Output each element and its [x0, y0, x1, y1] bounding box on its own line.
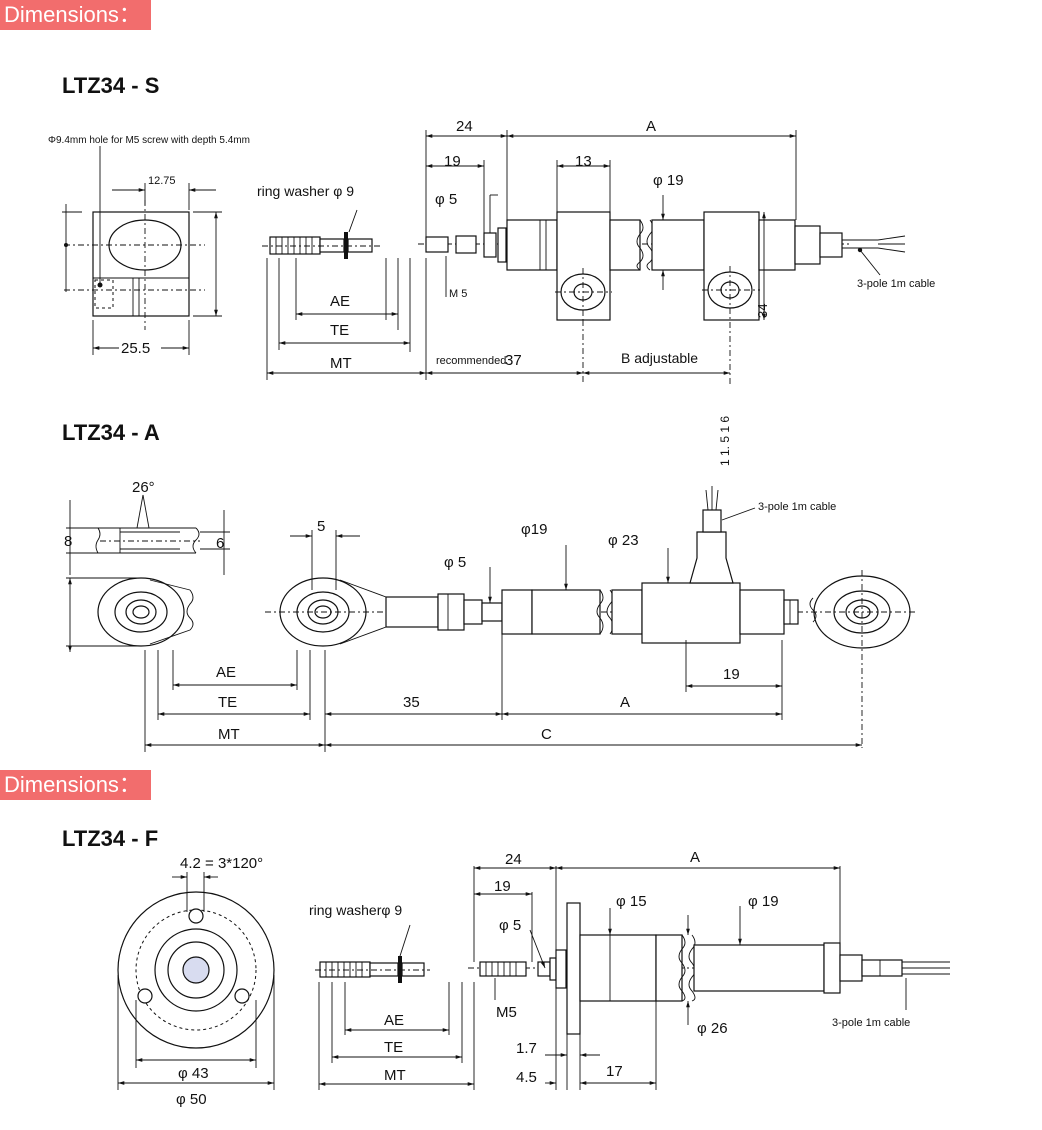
f-dim-phi50: φ 50	[176, 1091, 207, 1108]
s-hole-note: Φ9.4mm hole for M5 screw with depth 5.4m…	[48, 135, 250, 146]
a-dim-phi23: φ 23	[608, 532, 639, 549]
a-dim-6: 6	[216, 535, 224, 552]
f-dim-phi5: φ 5	[499, 917, 521, 934]
section-tag-dimensions-2: Dimensions：	[0, 770, 151, 800]
s-sensor	[418, 130, 906, 385]
s-dim-25-5: 25.5	[121, 340, 150, 357]
model-title-s: LTZ34 - S	[62, 73, 160, 98]
s-b-adjustable-label: B adjustable	[621, 350, 698, 366]
f-dim-24: 24	[505, 851, 522, 868]
s-ring-washer-label: ring washer φ 9	[257, 183, 354, 199]
a-dim-phi19: φ19	[521, 521, 547, 538]
s-dim-a: A	[646, 118, 656, 135]
s-label-mt: MT	[330, 355, 352, 372]
s-recommended-label: recommended	[436, 355, 506, 367]
a-dim-a: A	[620, 694, 630, 711]
f-sensor	[468, 866, 950, 1090]
f-dim-phi26: φ 26	[697, 1020, 728, 1037]
a-wire-numbers: 1 1. 5 1 6	[718, 416, 732, 466]
a-bottom-dimensions	[144, 634, 862, 752]
f-label-mt: MT	[384, 1067, 406, 1084]
f-dim-a: A	[690, 849, 700, 866]
a-rod-end-front-view	[66, 577, 194, 652]
a-label-te: TE	[218, 694, 237, 711]
f-dim-phi19: φ 19	[748, 893, 779, 910]
a-dim-8: 8	[64, 533, 72, 550]
a-label-ae: AE	[216, 664, 236, 681]
s-dim-19: 19	[444, 153, 461, 170]
s-cable-label: 3-pole 1m cable	[857, 278, 935, 290]
drawing-ltz34-f: 4.2 = 3*120° φ 43 φ 50 ring washerφ 9 AE…	[117, 849, 950, 1108]
s-dim-37: 37	[505, 352, 522, 369]
a-angle-26: 26°	[132, 479, 155, 496]
f-dim-phi15: φ 15	[616, 893, 647, 910]
f-dim-4-5: 4.5	[516, 1069, 537, 1086]
s-dim-phi5: φ 5	[435, 191, 457, 208]
s-dim-34: 34	[755, 304, 770, 318]
f-ring-washer-label: ring washerφ 9	[309, 902, 402, 918]
a-dim-35: 35	[403, 694, 420, 711]
a-dim-5: 5	[317, 518, 325, 535]
drawing-ltz34-a: 26° 8 6 5 φ 5 φ19 φ 23 1 1. 5 1 6 3-pole…	[64, 416, 915, 752]
s-dim-12-75: 12.75	[148, 175, 176, 187]
f-dim-17: 17	[606, 1063, 623, 1080]
f-label-te: TE	[384, 1039, 403, 1056]
model-title-f: LTZ34 - F	[62, 826, 159, 851]
a-main-assembly	[265, 486, 915, 748]
s-dim-phi19: φ 19	[653, 172, 684, 189]
a-cable-label: 3-pole 1m cable	[758, 501, 836, 513]
s-rod	[262, 209, 426, 380]
s-dim-24: 24	[456, 118, 473, 135]
f-flange-view	[117, 872, 275, 1090]
f-dim-m5: M5	[496, 1004, 517, 1021]
s-label-ae: AE	[330, 293, 350, 310]
f-dim-1-7: 1.7	[516, 1040, 537, 1057]
section-tag-dimensions-1: Dimensions：	[0, 0, 151, 30]
f-holes-label: 4.2 = 3*120°	[180, 855, 263, 872]
f-dim-phi43: φ 43	[178, 1065, 209, 1082]
f-dim-19: 19	[494, 878, 511, 895]
a-dim-19: 19	[723, 666, 740, 683]
s-end-view	[62, 146, 222, 355]
f-cable-label: 3-pole 1m cable	[832, 1017, 910, 1029]
drawing-ltz34-s: Φ9.4mm hole for M5 screw with depth 5.4m…	[48, 118, 935, 385]
a-dim-c: C	[541, 726, 552, 743]
a-dim-phi5: φ 5	[444, 554, 466, 571]
f-label-ae: AE	[384, 1012, 404, 1029]
f-rod	[315, 924, 475, 1090]
s-dim-m5: M 5	[449, 288, 467, 300]
a-rod-end-top-view	[66, 494, 230, 575]
s-label-te: TE	[330, 322, 349, 339]
a-label-mt: MT	[218, 726, 240, 743]
model-title-a: LTZ34 - A	[62, 420, 160, 445]
s-dim-13: 13	[575, 153, 592, 170]
